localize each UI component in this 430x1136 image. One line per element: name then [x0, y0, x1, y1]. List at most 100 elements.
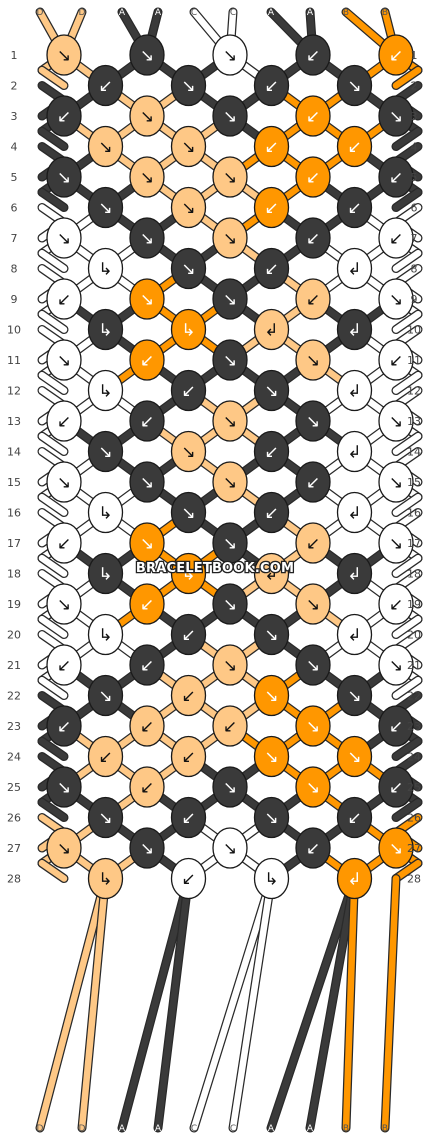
knot-shape	[212, 827, 248, 869]
knot-shape	[212, 583, 248, 625]
bottom-strand	[305, 874, 359, 1133]
knot: ↙	[46, 705, 82, 747]
knot-shape	[212, 644, 248, 686]
edge-strand-right	[391, 492, 423, 517]
strand-fill	[38, 189, 68, 211]
knot: ↘	[212, 522, 248, 564]
knot: ↙	[378, 217, 414, 259]
row-number-right: 13	[407, 415, 421, 428]
knot: ↙	[295, 827, 331, 869]
knot: ↘	[253, 735, 290, 778]
knot-arrow-icon: ↳	[98, 626, 112, 646]
knot-arrow-icon: ↙	[264, 138, 278, 158]
knot-shape	[87, 857, 124, 900]
knot: ↳	[87, 247, 124, 290]
knot: ↙	[170, 613, 207, 656]
knot-arrow-icon: ↙	[140, 595, 154, 615]
knot-shape	[295, 461, 331, 503]
knot: ↙	[129, 766, 165, 808]
knot: ↘	[87, 430, 124, 473]
edge-strand-right	[391, 675, 423, 700]
knot-shape	[46, 34, 82, 76]
edge-strand-right	[391, 553, 423, 578]
strand-fill	[392, 250, 422, 272]
knot: ↘	[212, 34, 248, 76]
knot: ↙	[336, 796, 373, 839]
knot: ↳	[87, 552, 124, 595]
row-number-left: 3	[11, 110, 18, 123]
knot-shape	[295, 522, 331, 564]
knot-shape	[253, 796, 290, 839]
row-number-left: 15	[7, 476, 21, 489]
knot-arrow-icon: ↘	[140, 473, 154, 493]
row-number-left: 28	[7, 873, 21, 886]
knot-arrow-icon: ↙	[306, 290, 320, 310]
row-number-right: 6	[411, 202, 418, 215]
row-number-right: 15	[407, 476, 421, 489]
knot-arrow-icon: ↙	[347, 138, 361, 158]
bottom-strand-label: D	[79, 1124, 86, 1134]
knot: ↘	[253, 796, 290, 839]
knot-arrow-icon: ↙	[57, 656, 71, 676]
knot: ↲	[253, 308, 290, 351]
knot: ↘	[87, 796, 124, 839]
row-number-left: 5	[11, 171, 18, 184]
knot: ↘	[295, 583, 331, 625]
strand-fill	[267, 875, 358, 1132]
knot: ↙	[295, 95, 331, 137]
knot: ↘	[129, 278, 165, 320]
knot: ↙	[46, 644, 82, 686]
knot-shape	[295, 827, 331, 869]
knot-shape	[336, 491, 373, 534]
strand-fill	[38, 738, 68, 760]
knot-arrow-icon: ↙	[389, 229, 403, 249]
edge-strand-left	[37, 614, 69, 639]
knot: ↘	[170, 430, 207, 473]
knot: ↘	[46, 827, 82, 869]
knot-shape	[336, 857, 373, 900]
knot-arrow-icon: ↘	[223, 229, 237, 249]
knot: ↙	[378, 583, 414, 625]
knot: ↙	[129, 400, 165, 442]
top-strand-label: D	[79, 8, 86, 18]
knot: ↳	[87, 857, 124, 900]
knot-arrow-icon: ↙	[57, 412, 71, 432]
knot: ↘	[336, 674, 373, 717]
knot: ↙	[253, 125, 290, 168]
strand-fill	[392, 433, 422, 455]
row-number-right: 21	[407, 659, 421, 672]
knot-arrow-icon: ↘	[223, 107, 237, 127]
knot-arrow-icon: ↲	[264, 565, 278, 585]
row-number-right: 25	[407, 781, 421, 794]
knot: ↘	[295, 766, 331, 808]
knot-arrow-icon: ↘	[57, 229, 71, 249]
knot-arrow-icon: ↙	[181, 870, 195, 890]
bottom-strand-label: A	[119, 1124, 126, 1134]
bottom-strand	[117, 874, 193, 1133]
top-strand-label: B	[343, 8, 349, 18]
knot-shape	[336, 64, 373, 107]
row-number-right: 12	[407, 385, 421, 398]
bottom-strand	[228, 874, 276, 1133]
knot: ↘	[295, 705, 331, 747]
knot: ↲	[336, 430, 373, 473]
knot-arrow-icon: ↲	[347, 443, 361, 463]
knot-arrow-icon: ↙	[347, 809, 361, 829]
knot-shape	[253, 308, 290, 351]
bottom-strand	[35, 874, 110, 1133]
knot-arrow-icon: ↙	[306, 229, 320, 249]
knot: ↙	[170, 796, 207, 839]
knot: ↘	[295, 339, 331, 381]
knot: ↘	[212, 400, 248, 442]
row-number-left: 17	[7, 537, 21, 550]
strand-fill	[381, 875, 400, 1132]
knot-shape	[170, 491, 207, 534]
knot-arrow-icon: ↘	[223, 290, 237, 310]
knot: ↘	[378, 95, 414, 137]
knot-arrow-icon: ↘	[306, 778, 320, 798]
row-number-left: 7	[11, 232, 18, 245]
knot-shape	[295, 583, 331, 625]
knot-shape	[253, 613, 290, 656]
knot-arrow-icon: ↘	[389, 656, 403, 676]
knot-arrow-icon: ↙	[389, 717, 403, 737]
